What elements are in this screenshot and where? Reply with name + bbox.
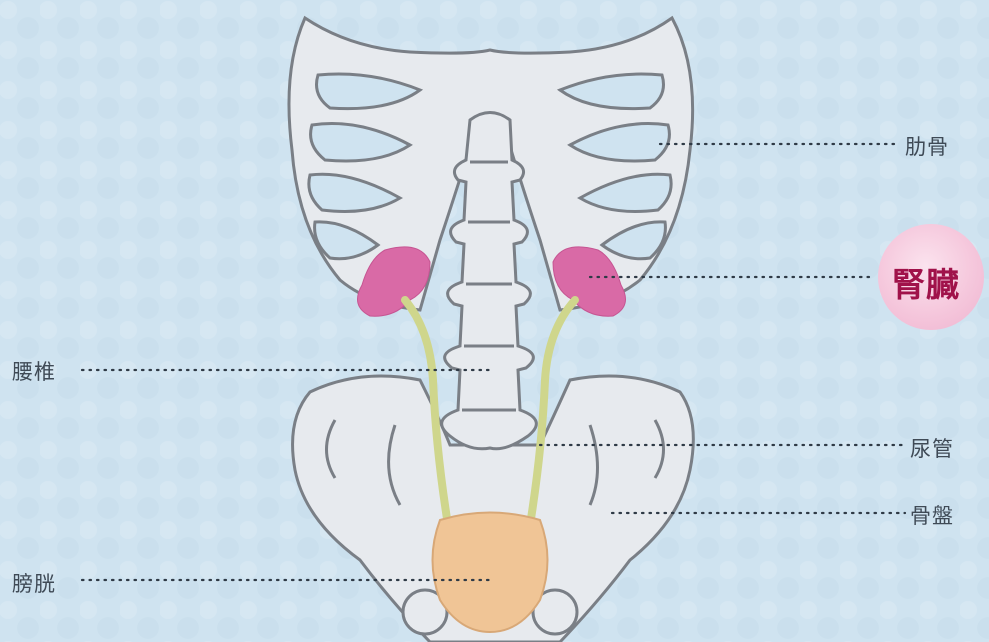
label-kidney: 腎臓 [892,258,960,306]
label-pelvis: 骨盤 [910,500,954,530]
label-ureter: 尿管 [910,433,954,463]
label-lumbar: 腰椎 [12,356,56,386]
label-rib: 肋骨 [905,131,949,161]
bladder [433,513,548,633]
label-bladder: 膀胱 [12,568,56,598]
